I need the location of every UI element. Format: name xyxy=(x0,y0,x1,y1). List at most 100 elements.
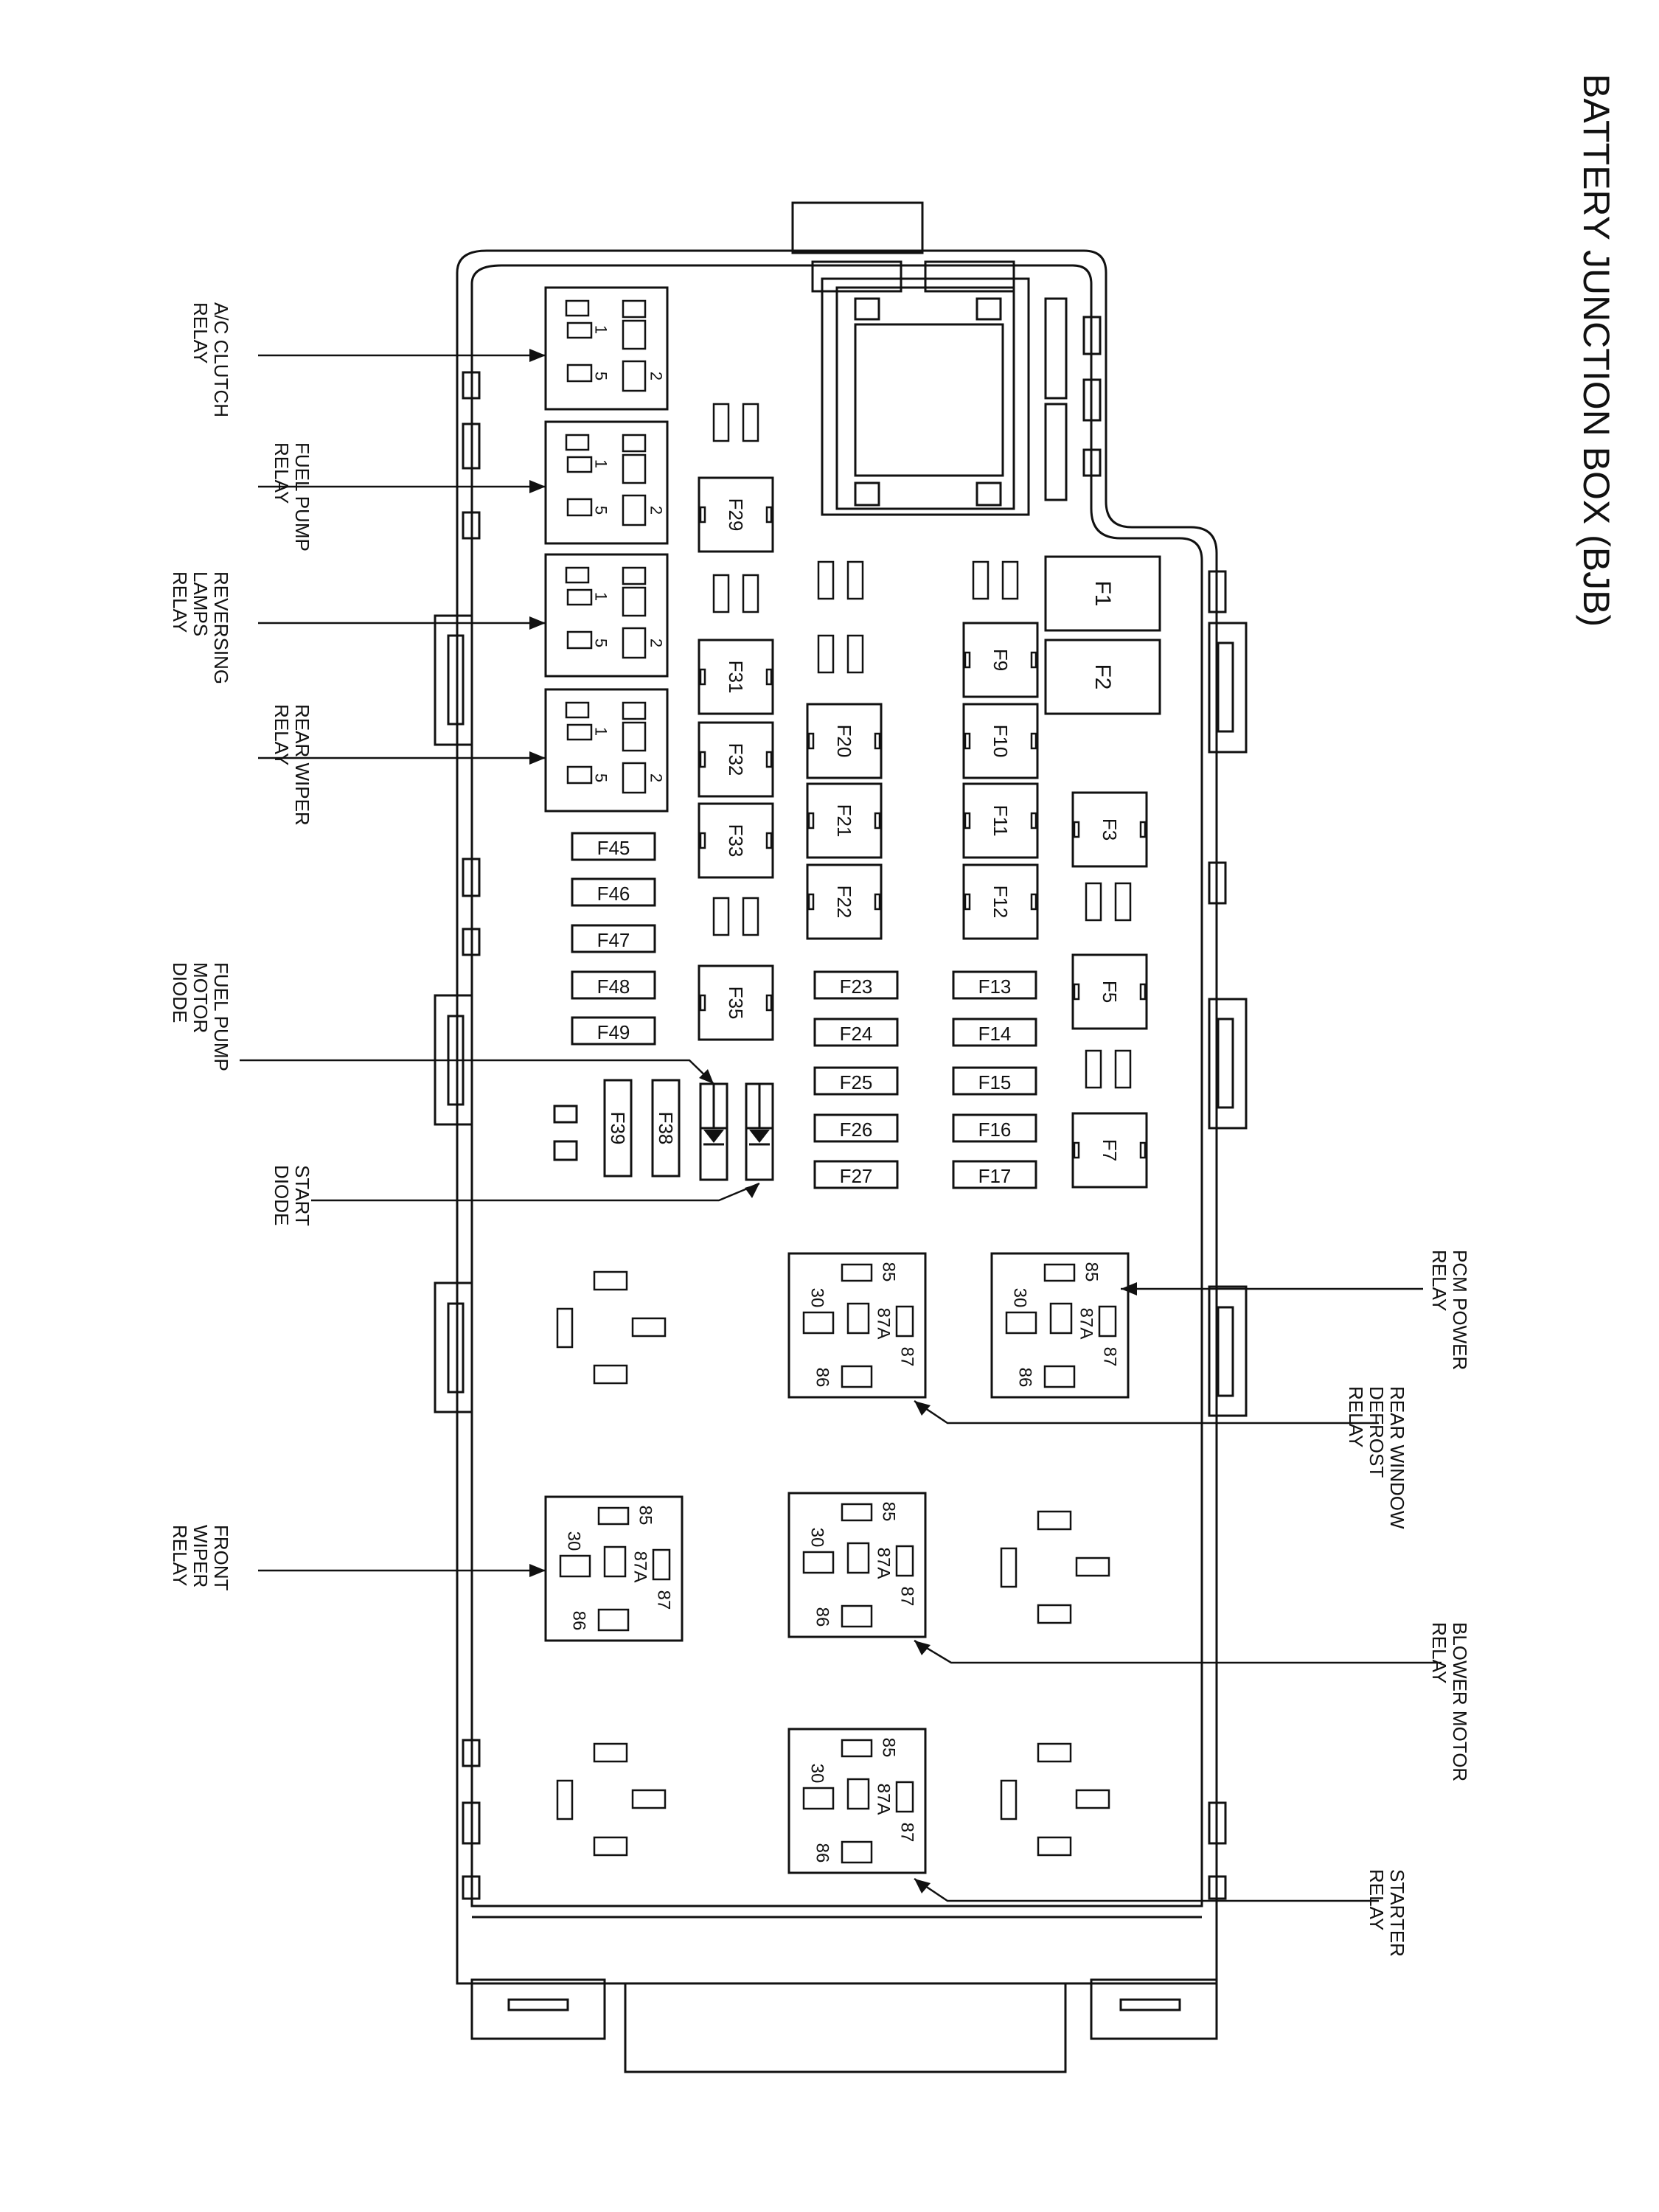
fuse-f22: F22 xyxy=(806,863,883,940)
blade-slot-pair xyxy=(817,634,864,674)
relay-pin xyxy=(622,299,647,319)
fuse-f1: F1 xyxy=(1044,555,1161,632)
relay-pin-30 xyxy=(559,1554,591,1578)
reversing-lamps-relay: 3125 xyxy=(544,553,669,678)
relay-pin-30 xyxy=(802,1551,835,1574)
relay-pin xyxy=(566,723,593,741)
blade-slot-pair xyxy=(1085,882,1132,922)
pin-label: 87 xyxy=(897,1347,917,1367)
fuse-f49: F49 xyxy=(571,1016,656,1046)
fuse-label: F14 xyxy=(978,1023,1012,1045)
fuse-f47: F47 xyxy=(571,924,656,953)
pin-label: 86 xyxy=(569,1611,589,1631)
relay-pin-87 xyxy=(652,1548,671,1581)
blade-slot-pair xyxy=(972,560,1019,600)
relay-pin xyxy=(566,456,593,473)
fuel-pump-relay: 3125 xyxy=(544,420,669,545)
empty-relay-socket xyxy=(1000,1510,1110,1624)
fuse-label: F45 xyxy=(597,837,630,859)
iso-relay-group: 853087A8786853087A8786853087A8786853087A… xyxy=(544,1252,1130,1874)
ac-clutch-callout-label: RELAY xyxy=(189,302,212,364)
pin-label: 1 xyxy=(592,727,611,736)
fuse-f7: F7 xyxy=(1071,1112,1148,1189)
relay-pin-86 xyxy=(1043,1365,1076,1388)
relay-pin xyxy=(566,364,593,383)
fuel-pump-motor-diode-callout-label: DIODE xyxy=(169,962,191,1023)
relay-pin xyxy=(566,765,593,785)
blower-motor-callout-label: RELAY xyxy=(1428,1622,1450,1683)
relay-pin-86 xyxy=(841,1604,873,1628)
fuse-label: F22 xyxy=(833,886,855,919)
fuse-label: F26 xyxy=(840,1119,873,1141)
pin-label: 1 xyxy=(592,459,611,468)
pin-label: 2 xyxy=(647,773,666,782)
diagram-title: BATTERY JUNCTION BOX (BJB) xyxy=(1576,74,1617,627)
fuse-label: F48 xyxy=(597,975,630,998)
relay-pin-85 xyxy=(1043,1263,1076,1282)
pin-label: 5 xyxy=(592,639,611,647)
pin-label: 2 xyxy=(647,639,666,647)
ac-clutch-relay: 3125 xyxy=(544,286,669,411)
fuse-label: F13 xyxy=(978,975,1012,998)
fuse-label: F49 xyxy=(597,1021,630,1043)
mini-relay-group: 3125312531253125 xyxy=(544,286,669,813)
blade-slot-group xyxy=(712,403,1132,1089)
fuse-label: F35 xyxy=(725,987,747,1020)
pin-label: 5 xyxy=(592,773,611,782)
relay-pin-87 xyxy=(895,1781,914,1813)
relay-pin-30 xyxy=(802,1311,835,1335)
pcm-power-callout-label: PCM POWER xyxy=(1449,1250,1471,1370)
fuse-label: F11 xyxy=(990,805,1012,837)
relay-pin-85 xyxy=(597,1506,630,1526)
pin-label: 85 xyxy=(1082,1262,1102,1282)
fuse-f10: F10 xyxy=(962,703,1039,779)
pin-label: 87A xyxy=(874,1784,894,1815)
relay-pin-87 xyxy=(1098,1305,1117,1338)
fuse-label: F20 xyxy=(833,725,855,758)
pin-label: 87A xyxy=(1077,1308,1096,1340)
blade-slot-pair xyxy=(712,897,759,936)
pin-label: 87A xyxy=(630,1551,650,1583)
rear-wiper-relay: 3125 xyxy=(544,688,669,813)
reversing-lamps-callout-label: REVERSING xyxy=(210,571,232,684)
fuel-pump-relay-callout-label: RELAY xyxy=(271,442,293,504)
fuse-f13: F13 xyxy=(952,970,1037,1000)
fuse-f33: F33 xyxy=(698,802,774,879)
relay-pin xyxy=(622,319,647,350)
fuse-label: F33 xyxy=(725,824,747,858)
empty-relay-socket xyxy=(1000,1742,1110,1857)
rear-window-defrost-callout-label: DEFROST xyxy=(1366,1386,1388,1478)
relay-pin xyxy=(565,566,590,584)
fuse-f9: F9 xyxy=(962,622,1039,698)
fuse-label: F27 xyxy=(840,1165,873,1187)
blade-slot-pair xyxy=(1085,1049,1132,1089)
fuse-f2: F2 xyxy=(1044,639,1161,715)
fuse-f24: F24 xyxy=(813,1018,899,1047)
fuse-label: F16 xyxy=(978,1119,1012,1141)
fuse-f14: F14 xyxy=(952,1018,1037,1047)
relay-pin-85 xyxy=(841,1503,873,1522)
fuel-pump-motor-diode-callout-label: MOTOR xyxy=(189,962,212,1033)
pin-label: 85 xyxy=(636,1506,655,1526)
fuse-f38: F38 xyxy=(651,1079,681,1178)
front-wiper-callout-label: WIPER xyxy=(189,1525,212,1587)
relay-pin xyxy=(622,360,647,392)
rear-window-defrost-callout-label: REAR WINDOW xyxy=(1386,1386,1408,1529)
fuse-f29: F29 xyxy=(698,476,774,553)
fuse-label: F38 xyxy=(655,1112,677,1145)
fuse-label: F1 xyxy=(1091,580,1115,606)
fuse-label: F3 xyxy=(1099,818,1121,841)
pin-label: 86 xyxy=(813,1607,832,1627)
fuse-f48: F48 xyxy=(571,970,656,1000)
relay-pin-87a xyxy=(603,1545,627,1578)
fuse-label: F46 xyxy=(597,883,630,905)
relay-pin xyxy=(565,701,590,719)
reversing-lamps-callout-label: RELAY xyxy=(169,571,191,633)
rear-window-defrost-callout-label: RELAY xyxy=(1345,1386,1367,1447)
